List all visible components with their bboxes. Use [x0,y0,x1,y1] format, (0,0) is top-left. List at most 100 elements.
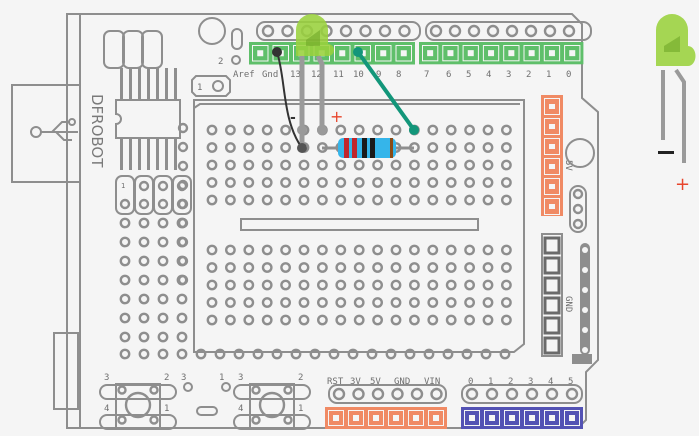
digital-pin-label: 11 [333,70,344,80]
digital-pin-label: 8 [396,70,401,80]
gnd-pin[interactable] [543,256,561,275]
signal-wire-start [353,47,363,57]
pin2-label: 2 [218,57,223,67]
gnd-wire-hole [297,143,307,153]
digital-pin-label: 5 [466,70,471,80]
svg-text:3: 3 [104,373,109,383]
analog-pin-label: 5 [568,377,573,387]
5v-side-label: 5V [563,160,573,171]
digital-pin-label: 4 [486,70,491,80]
right-strip [580,243,590,355]
push-button[interactable]: 3 2 4 1 [233,373,311,430]
resistor-band [344,138,349,158]
resistor-band [390,138,393,158]
analog-pin-label: 0 [468,377,473,387]
svg-text:1: 1 [121,182,125,190]
power-pin-label: GND [394,377,410,387]
power-jack [53,332,79,410]
5v-header [541,95,563,216]
minus-sign: - [290,110,296,126]
pin1-hole [212,80,224,92]
mount-hole [565,138,595,168]
power-header [325,384,447,429]
gnd-pin[interactable] [543,316,561,335]
smd-pad [572,354,592,364]
gnd-wire-end [272,47,282,57]
reset-hole [198,17,226,45]
digital-pin-label: 6 [446,70,451,80]
right-3pin [569,185,587,233]
svg-text:3: 3 [238,373,243,383]
legend-plus-sign: + [675,174,690,195]
led-legend: + [656,14,696,195]
brand-label: DFROBOT [88,94,106,168]
ic-chip [115,68,181,170]
plus-sign: + [330,107,343,126]
svg-text:2: 2 [298,373,303,383]
led-anode-leg [315,54,325,130]
signal-wire [356,50,416,132]
digital-pin-label: 13 [290,70,301,80]
led-symbol-icon [306,30,320,46]
analog-pin-label: 1 [488,377,493,387]
pin1-pad [191,75,231,97]
resistor-band [370,138,375,158]
svg-text:1: 1 [298,404,303,414]
push-button[interactable]: 3 2 4 1 [99,373,177,430]
push-buttons: 3 2 4 1 3 2 4 1 [99,373,311,430]
svg-text:4: 4 [104,404,109,414]
digital-pin-label: Gnd [262,70,278,80]
power-pin-label: VIN [424,377,440,387]
digital-pin-label: 9 [376,70,381,80]
gnd-pin[interactable] [543,296,561,315]
digital-pin-label: 3 [506,70,511,80]
svg-text:1: 1 [164,404,169,414]
resistor-band [352,138,357,158]
led-anode-hole [317,125,327,135]
gnd-header [541,233,563,357]
mid-hole-3 [183,382,193,392]
pin2-hole [231,55,241,65]
svg-text:4: 4 [238,404,243,414]
usb-icon [30,118,78,141]
signal-wire-end [409,125,419,135]
gnd-pin[interactable] [543,236,561,255]
right-3pin-holes [572,188,584,230]
jumper-switch [231,28,243,50]
mid-label-3: 3 [181,373,186,383]
power-pin-label: RST [327,377,344,387]
power-pin-label: 3V [350,377,361,387]
analog-header [461,384,583,429]
right-strip-holes [582,247,588,353]
digital-pin-label: 2 [526,70,531,80]
resistor [322,138,414,158]
mid-label-1: 1 [219,373,224,383]
legend-minus-icon [658,151,674,154]
smd-led [196,406,218,416]
pin1-label: 1 [197,83,202,93]
analog-pin-label: 4 [548,377,553,387]
resistor-band [362,138,367,158]
left-pin-pads: 1 [115,175,192,215]
circuit: - + [272,14,419,158]
mid-hole-1 [221,382,231,392]
digital-pin-label: 1 [546,70,551,80]
analog-pin-label: 2 [508,377,513,387]
gnd-wire [276,51,303,149]
svg-text:2: 2 [164,373,169,383]
legend-anode-leg [674,68,686,163]
breadboard-channel [240,218,479,231]
legend-led-symbol-icon [664,36,680,52]
digital-pin-label: 12 [311,70,322,80]
gnd-pin[interactable] [543,336,561,355]
digital-pin-label: 10 [353,70,364,80]
gnd-pin[interactable] [543,276,561,295]
usb-connector [11,84,81,183]
gnd-side-label: GND [563,296,573,312]
proto-holes [119,122,511,360]
power-pin-label: 5V [370,377,381,387]
digital-pin-label: 7 [424,70,429,80]
